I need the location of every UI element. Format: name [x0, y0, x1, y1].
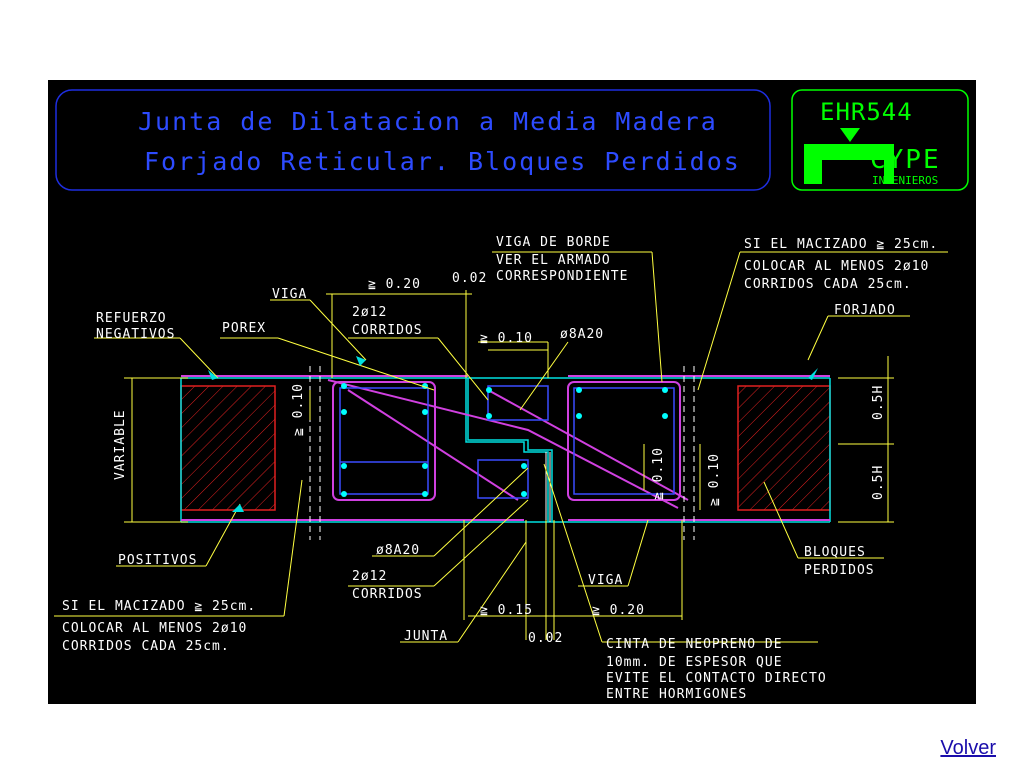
slab-outline [180, 377, 831, 523]
label-cinta-3: EVITE EL CONTACTO DIRECTO [606, 671, 827, 686]
dimension-lines [124, 290, 894, 640]
block-right [737, 385, 831, 511]
logo-sub: INGENIEROS [872, 174, 938, 187]
label-macizado-top-1: SI EL MACIZADO ≧ 25cm. [744, 237, 938, 252]
annotation-labels: VIGA DE BORDE VER EL ARMADO CORRESPONDIE… [62, 235, 938, 702]
neoprene-joint [545, 452, 551, 522]
label-corridos-bottom-2: CORRIDOS [352, 587, 423, 602]
arrowheads [208, 356, 818, 512]
label-macizado-bottom-2: COLOCAR AL MENOS 2ø10 [62, 621, 247, 636]
label-viga-borde-3: CORRESPONDIENTE [496, 269, 628, 284]
label-dim-010-right-a: ≧ 0.10 [651, 447, 666, 500]
block-left [180, 385, 276, 511]
label-macizado-top-3: CORRIDOS CADA 25cm. [744, 277, 912, 292]
label-viga-bottom: VIGA [588, 573, 623, 588]
title-line-2: Forjado Reticular. Bloques Perdidos [144, 147, 741, 176]
label-positivos: POSITIVOS [118, 553, 197, 568]
label-cinta-4: ENTRE HORMIGONES [606, 687, 747, 702]
label-dim-010-left: ≧ 0.10 [291, 383, 306, 436]
label-refuerzo-1: REFUERZO [96, 311, 167, 326]
logo-code: EHR544 [820, 98, 913, 126]
label-macizado-bottom-1: SI EL MACIZADO ≧ 25cm. [62, 599, 256, 614]
volver-link[interactable]: Volver [940, 737, 996, 759]
label-dim-010-right-b: ≧ 0.10 [707, 453, 722, 506]
label-viga-borde-2: VER EL ARMADO [496, 253, 611, 268]
label-stirrup-top: ø8A20 [560, 327, 604, 342]
label-dim-002-bottom: 0.02 [528, 631, 563, 646]
center-lines [309, 366, 695, 540]
title-line-1: Junta de Dilatacion a Media Madera [138, 107, 718, 136]
label-viga-top: VIGA [272, 287, 307, 302]
stirrups [339, 385, 675, 499]
label-forjado: FORJADO [834, 303, 896, 318]
label-viga-borde-1: VIGA DE BORDE [496, 235, 611, 250]
cad-drawing: Junta de Dilatacion a Media Madera Forja… [48, 80, 976, 704]
label-dim-020-top: ≧ 0.20 [368, 277, 421, 292]
label-porex: POREX [222, 321, 266, 336]
label-variable: VARIABLE [113, 409, 128, 480]
label-stirrup-bottom: ø8A20 [376, 543, 420, 558]
label-refuerzo-2: NEGATIVOS [96, 327, 175, 342]
cype-logo: EHR544 CYPE INGENIEROS [791, 89, 969, 191]
label-corridos-top-2: CORRIDOS [352, 323, 423, 338]
label-05h-bottom: 0.5H [871, 465, 886, 500]
bar-dots [341, 383, 668, 497]
label-corridos-bottom-1: 2ø12 [352, 569, 387, 584]
title-frame [55, 89, 771, 191]
label-cinta-2: 10mm. DE ESPESOR QUE [606, 655, 783, 670]
label-dim-015: ≧ 0.15 [480, 603, 533, 618]
label-corridos-top-1: 2ø12 [352, 305, 387, 320]
logo-brand: CYPE [870, 145, 941, 175]
label-dim-010-mid: ≧ 0.10 [480, 331, 533, 346]
logo-triangle [840, 128, 860, 142]
rebars [181, 375, 830, 521]
label-dim-002-top: 0.02 [452, 271, 487, 286]
label-macizado-top-2: COLOCAR AL MENOS 2ø10 [744, 259, 929, 274]
label-cinta-1: CINTA DE NEOPRENO DE [606, 637, 783, 652]
label-bloques-2: PERDIDOS [804, 563, 875, 578]
section-diagram: Junta de Dilatacion a Media Madera Forja… [54, 89, 969, 702]
label-dim-020-bottom: ≧ 0.20 [592, 603, 645, 618]
label-macizado-bottom-3: CORRIDOS CADA 25cm. [62, 639, 230, 654]
label-junta: JUNTA [404, 629, 448, 644]
leader-lines [54, 251, 948, 643]
label-05h-top: 0.5H [871, 385, 886, 420]
logo-mark [804, 144, 894, 184]
label-bloques-1: BLOQUES [804, 545, 866, 560]
